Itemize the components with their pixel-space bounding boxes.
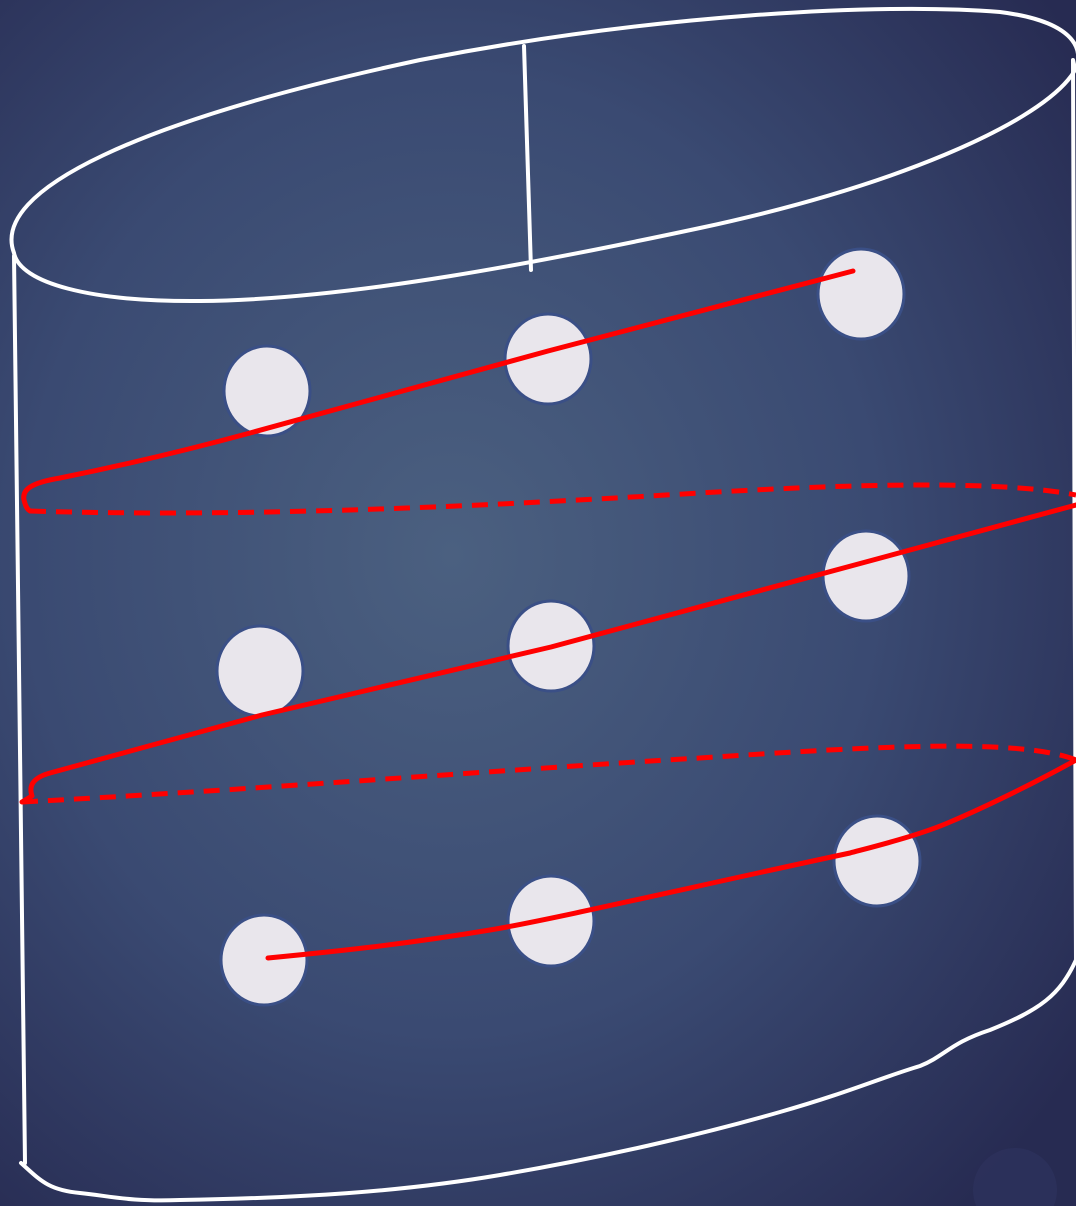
cylinder-left-side xyxy=(12,254,27,1165)
helix-dashed-ellipse-upper xyxy=(29,482,1076,516)
helix-back-segments xyxy=(21,482,1076,805)
dot-r3-c2 xyxy=(506,874,596,968)
helix-dashed-ellipse-lower xyxy=(21,743,1076,805)
dot-r2-c1 xyxy=(215,624,305,718)
helix-solid-segment-bottom xyxy=(265,757,1076,961)
decorative-circle xyxy=(973,1148,1057,1206)
helix-solid-segment-top xyxy=(21,268,856,514)
dot-r3-c3 xyxy=(832,814,922,908)
dot-r2-c3 xyxy=(821,529,911,623)
cylinder-axis-line xyxy=(522,44,533,272)
dot-r1-c2 xyxy=(503,312,593,406)
cylinder-bottom-curve xyxy=(19,958,1076,1203)
dot-r1-c1 xyxy=(222,344,312,438)
cylinder-top-ellipse xyxy=(9,6,1076,304)
dot-r1-c3 xyxy=(816,247,906,341)
helix-solid-segment-middle xyxy=(19,502,1076,805)
dot-r3-c1 xyxy=(219,913,309,1007)
helix-front-segments xyxy=(19,268,1076,961)
